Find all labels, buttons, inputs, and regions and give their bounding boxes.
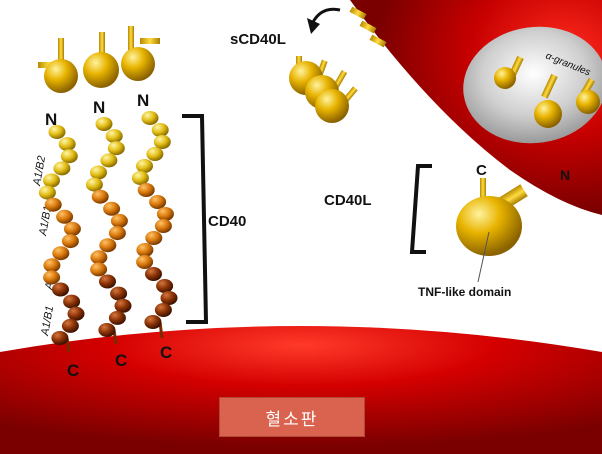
cd40-bead: [48, 125, 66, 139]
granule-ligand-1: [494, 55, 524, 89]
cd40-bead: [44, 197, 62, 212]
cd40-bead: [90, 165, 107, 180]
cd40-bead: [85, 177, 103, 192]
cd40-bead: [98, 323, 116, 337]
cd40-bead: [108, 310, 126, 325]
tnf-pointer: [477, 231, 490, 283]
c-terminal-label-3: C: [160, 343, 172, 362]
cd40-bead: [110, 213, 128, 228]
cd40-bead: [137, 183, 155, 197]
cd40-bead: [43, 258, 61, 273]
cd40-bead: [63, 294, 81, 309]
cd40-bead: [63, 221, 81, 236]
cd40-bead: [107, 141, 125, 156]
cd40-bead: [99, 274, 116, 289]
cd40-bead: [110, 286, 128, 301]
cd40-bead: [67, 306, 85, 321]
cd40-bead: [51, 331, 69, 345]
cd40l-c-label: C: [476, 162, 487, 179]
cd40l-bracket: [409, 164, 432, 254]
cd40-bead: [149, 195, 167, 209]
cd40-receptors: [38, 111, 178, 353]
scd40l-label: sCD40L: [230, 31, 286, 48]
cd40l-molecule: [456, 178, 528, 256]
cd40-bead: [90, 250, 108, 265]
tnf-like-domain-label: TNF-like domain: [418, 285, 511, 299]
cd40-bead: [100, 153, 118, 168]
cd40-bead: [61, 318, 79, 333]
cd40-bead: [160, 291, 178, 305]
cd40l-n-label: N: [560, 167, 570, 183]
cd40-bead: [136, 255, 154, 269]
cd40-bead: [154, 303, 172, 317]
cd40-bead: [61, 234, 79, 249]
n-terminal-label-1: N: [45, 110, 57, 129]
n-terminal-label-3: N: [137, 91, 149, 110]
cd40-bead: [156, 207, 174, 221]
cd40-bead: [154, 219, 172, 233]
cd40-bead: [141, 111, 159, 125]
soluble-cd40l-trimer: [289, 56, 358, 123]
cd40-bead: [38, 185, 56, 200]
cd40-bead: [95, 117, 113, 131]
cd40-label: CD40: [208, 213, 246, 230]
granule-ligand-3: [576, 77, 600, 114]
cd40-bead: [146, 147, 164, 161]
cd40-bead: [144, 315, 162, 329]
domain-label-a1b1-lower: A1/B1: [39, 305, 56, 338]
cd40-bead: [108, 226, 126, 241]
cd40-bead: [153, 135, 171, 149]
alpha-granule: [463, 26, 602, 144]
lower-platelet-membrane: [0, 326, 602, 454]
cd40-bead: [52, 246, 70, 261]
bound-cd40l-trimer: [38, 26, 160, 93]
cd40-bead: [43, 270, 61, 285]
c-terminal-label-2: C: [115, 351, 127, 370]
cd40-bead: [105, 129, 123, 144]
cd40-bead: [91, 189, 109, 204]
cd40-bead: [60, 149, 78, 164]
cd40-bead: [136, 159, 153, 173]
release-arrow: [311, 7, 341, 23]
cd40-bead: [145, 231, 163, 245]
granule-ligand-2: [534, 73, 562, 128]
cd40-bead: [99, 238, 117, 253]
cd40-bead: [56, 209, 74, 224]
cd40-bead: [52, 282, 69, 297]
cd40-bead: [53, 161, 71, 176]
cd40-bead: [103, 201, 121, 216]
cd40-bead: [90, 262, 108, 277]
release-arrow-head: [307, 18, 320, 34]
cd40-bead: [156, 279, 174, 293]
membrane-stubs: [349, 6, 387, 48]
n-terminal-label-2: N: [93, 98, 105, 117]
cd40-bead: [145, 267, 162, 281]
cd40-bead: [136, 243, 154, 257]
cd40-bracket: [182, 114, 209, 324]
cd40-bead: [58, 137, 76, 152]
cd40-bead: [131, 171, 149, 185]
c-terminal-label-1: C: [67, 361, 79, 380]
cd40-bead: [114, 298, 132, 313]
cd40-bead: [43, 173, 60, 188]
platelet-label: 혈소판: [219, 397, 365, 437]
cd40l-label: CD40L: [324, 192, 372, 209]
domain-label-a1b1-upper: A1/B1: [37, 205, 54, 238]
cd40-bead: [151, 123, 169, 137]
